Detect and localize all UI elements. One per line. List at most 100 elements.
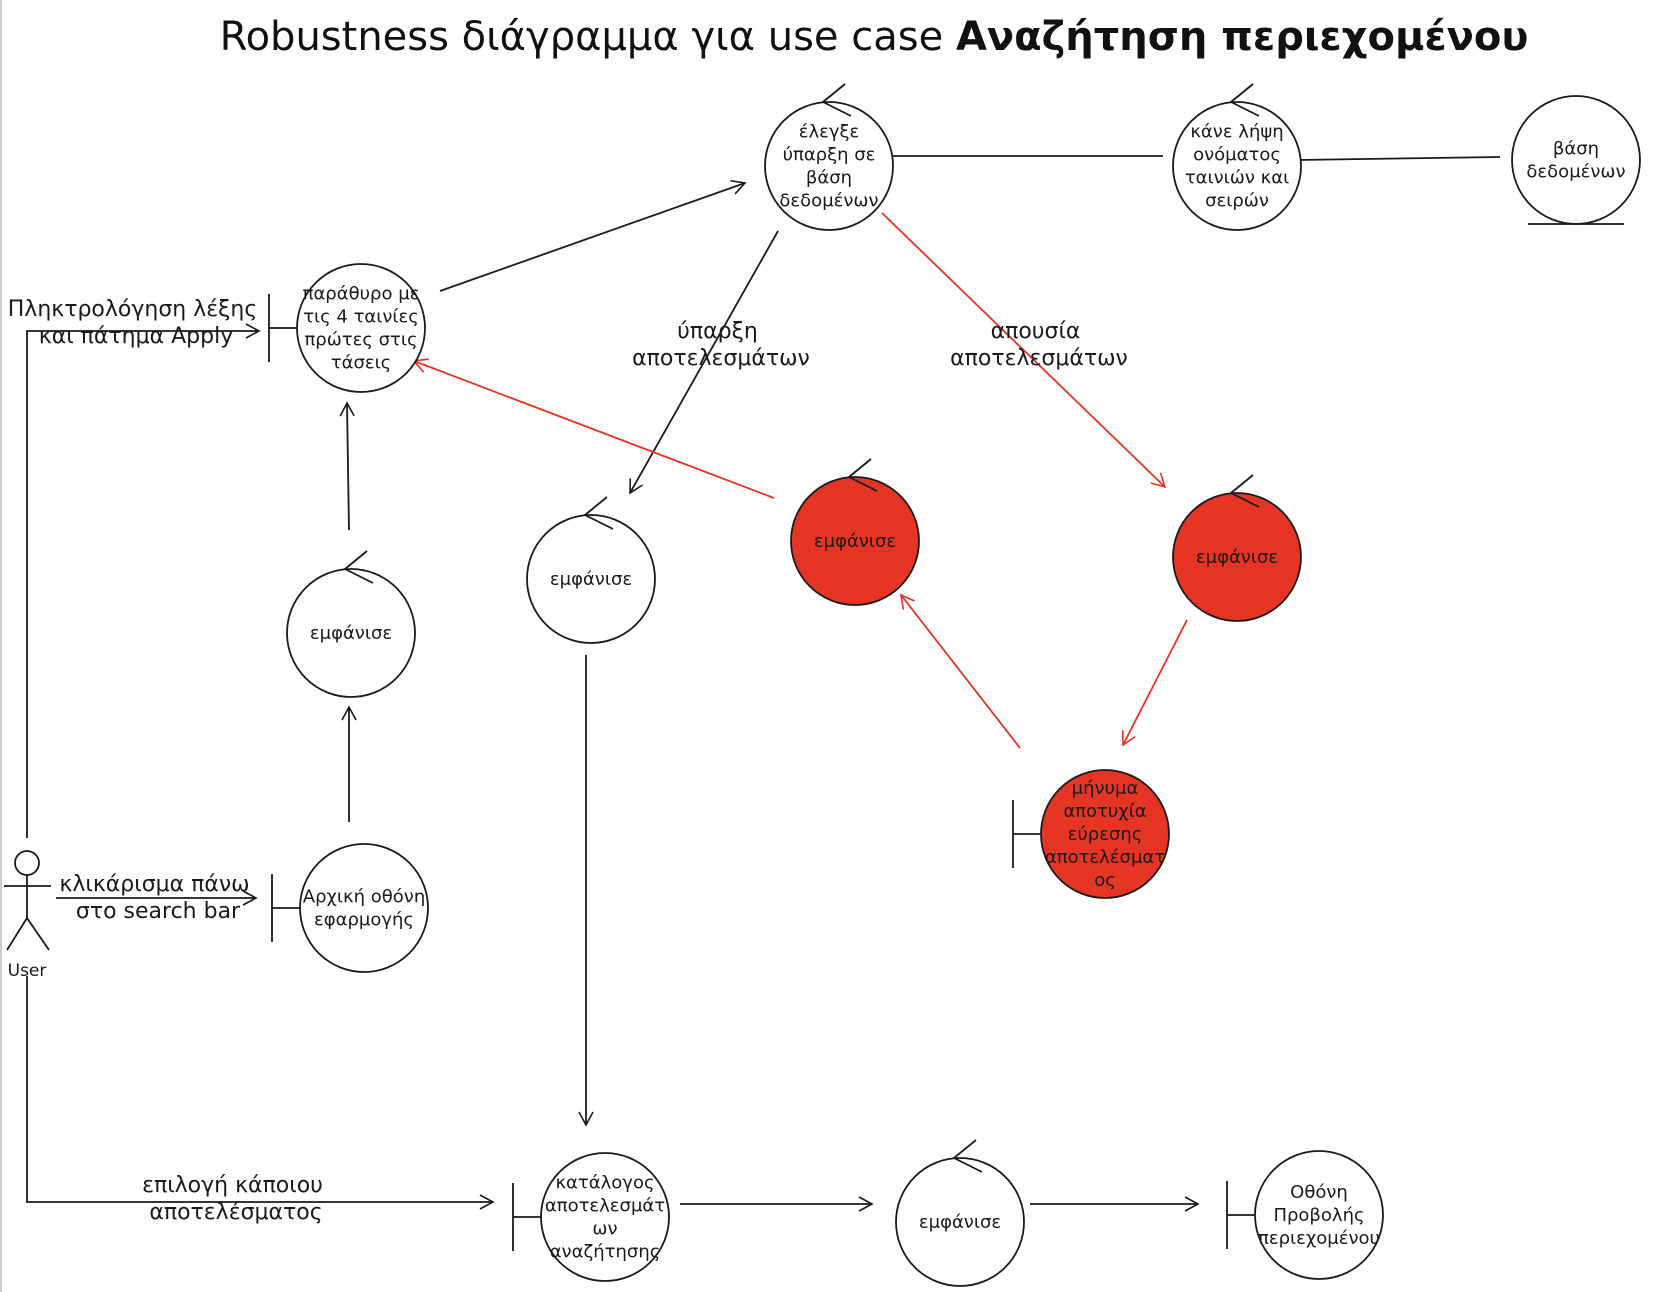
node-label-line: αποτυχία: [1063, 801, 1146, 822]
node-label-line: ύπαρξη σε: [783, 145, 876, 166]
boundary-circle: [540, 1152, 670, 1282]
node-label-line: δεδομένων: [1526, 162, 1625, 183]
control-circle: [790, 476, 920, 606]
node-label-line: ος: [1094, 870, 1116, 891]
node-label-line: σειρών: [1205, 191, 1269, 212]
node-show-results: εμφάνισε: [526, 496, 656, 644]
control-circle: [1172, 492, 1302, 622]
node-show-1: εμφάνισε: [286, 550, 416, 698]
node-show-red-right: εμφάνισε: [1172, 474, 1302, 622]
node-label-line: εφαρμογής: [314, 910, 414, 931]
node-label-line: εμφάνισε: [919, 1212, 1001, 1233]
node-label-line: βάση: [806, 168, 852, 189]
node-label-line: ονόματος: [1193, 145, 1281, 166]
edge-label-no-results: απουσία αποτελεσμάτων: [950, 319, 1128, 371]
boundary-circle: [1254, 1150, 1384, 1280]
edge-labels: Πληκτρολόγηση λέξης και πάτημα Apply κλι…: [8, 297, 1128, 1225]
edge-check-to-show-results: [629, 230, 779, 495]
edge-actor-to-results-list: [26, 976, 495, 1210]
node-label: εμφάνισε: [814, 531, 896, 552]
node-label: εμφάνισε: [550, 569, 632, 590]
node-label-line: αποτελέσματ: [1045, 847, 1165, 868]
node-label: εμφάνισε: [1196, 547, 1278, 568]
node-label-line: εύρεσης: [1068, 824, 1143, 845]
boundary-circle: [1040, 769, 1170, 899]
control-circle: [1172, 101, 1302, 231]
edge-label-type-and-apply: Πληκτρολόγηση λέξης και πάτημα Apply: [8, 297, 265, 349]
edge-red-right-to-failure: [1121, 619, 1188, 747]
node-label-line: αποτελεσμάτ: [545, 1196, 665, 1217]
control-circle: [764, 101, 894, 231]
node-label-line: Οθόνη: [1290, 1182, 1348, 1203]
node-label-line: μήνυμα: [1072, 778, 1139, 799]
node-label-line: κατάλογος: [555, 1173, 654, 1194]
control-arrow: [1229, 474, 1260, 508]
control-arrow: [343, 550, 374, 584]
actor-user: [4, 850, 51, 951]
control-arrow: [583, 496, 614, 530]
node-label-line: Αρχική οθόνη: [303, 887, 425, 908]
entity-circle: [1511, 95, 1641, 225]
control-circle: [526, 514, 656, 644]
control-circle: [895, 1157, 1025, 1287]
node-label-line: ταινιών και: [1185, 168, 1289, 189]
node-label-line: κάνε λήψη: [1190, 122, 1283, 143]
edge-fetch-to-db: [1296, 156, 1501, 161]
control-circle: [286, 568, 416, 698]
node-label-line: έλεγξε: [799, 122, 860, 143]
diagram-title: Robustness διάγραμμα για use case Αναζήτ…: [220, 14, 1529, 60]
node-label-line: ων: [592, 1219, 617, 1240]
node-label: εμφάνισε: [919, 1212, 1001, 1233]
edge-show-to-trending: [339, 401, 355, 531]
control-arrow: [952, 1139, 983, 1173]
node-show-content: εμφάνισε: [895, 1139, 1025, 1287]
node-label-line: δεδομένων: [779, 191, 878, 212]
node-label: εμφάνισε: [310, 623, 392, 644]
node-label-line: τάσεις: [331, 353, 392, 374]
node-label-line: Προβολής: [1273, 1205, 1364, 1226]
node-label-line: βάση: [1553, 139, 1599, 160]
node-label-line: εμφάνισε: [550, 569, 632, 590]
edge-label-click-search: κλικάρισμα πάνω στο search bar: [59, 872, 256, 924]
edge-failure-to-red-left: [899, 593, 1021, 749]
edge-label-results-exist: ύπαρξη αποτελεσμάτων: [632, 319, 810, 371]
node-label-line: αναζήτησης: [550, 1242, 661, 1263]
node-label-line: εμφάνισε: [1196, 547, 1278, 568]
edge-actor-to-trending: [26, 323, 261, 838]
actor-label: User: [8, 961, 47, 981]
node-label-line: τις 4 ταινίες: [303, 307, 419, 328]
control-arrow: [821, 83, 852, 117]
control-arrow: [847, 458, 878, 492]
edge-label-select-result: επιλογή κάποιου αποτελέσματος: [142, 1173, 330, 1225]
edge-red-left-to-trending: [412, 358, 775, 499]
node-label-line: πρώτες στις: [304, 330, 417, 351]
node-show-red-left: εμφάνισε: [790, 458, 920, 606]
node-label-line: εμφάνισε: [310, 623, 392, 644]
boundary-circle: [299, 843, 429, 973]
node-label-line: περιεχομένου: [1258, 1228, 1380, 1249]
actor-head: [14, 850, 40, 876]
connectors: [26, 155, 1501, 1212]
edge-check-to-red-right: [881, 212, 1167, 489]
boundary-circle: [296, 263, 426, 393]
control-arrow: [1229, 83, 1260, 117]
node-label-line: εμφάνισε: [814, 531, 896, 552]
